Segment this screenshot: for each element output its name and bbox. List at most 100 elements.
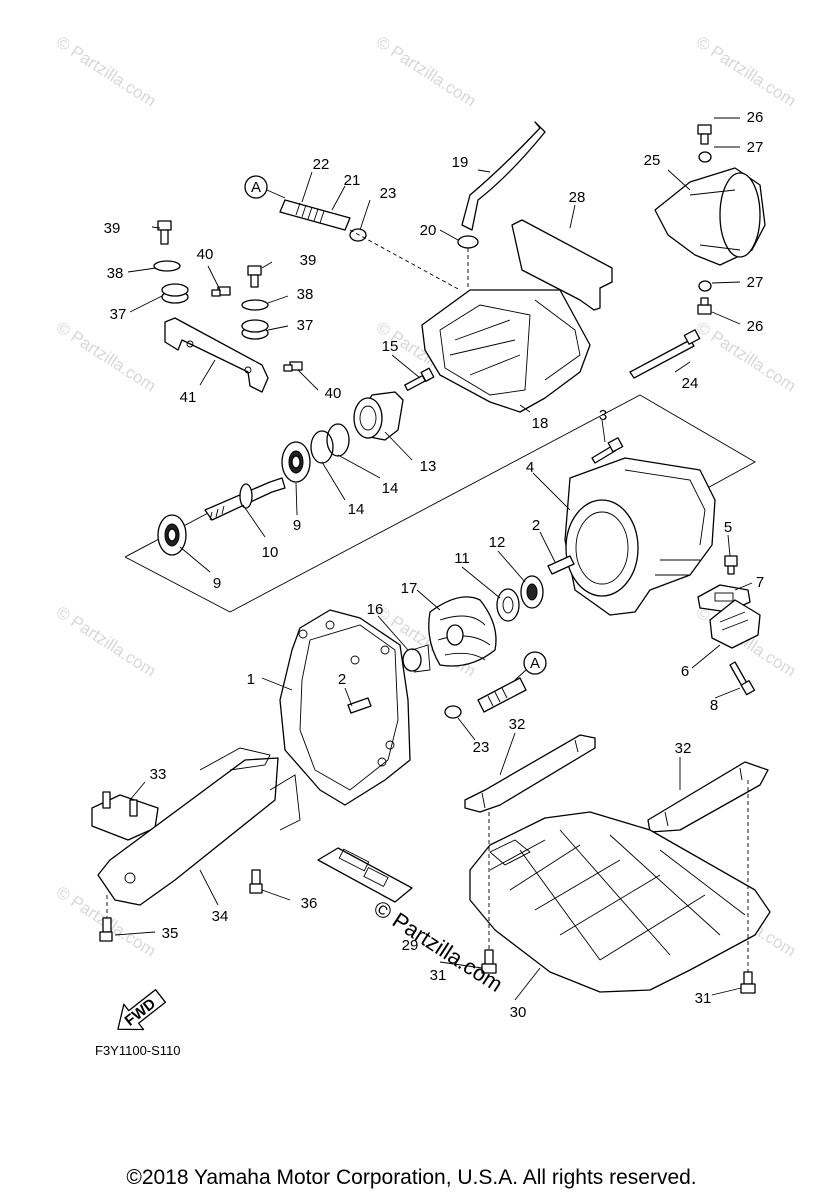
callout-39: 39 bbox=[104, 220, 121, 237]
callout-27: 27 bbox=[747, 274, 764, 291]
callout-26: 26 bbox=[747, 109, 764, 126]
callout-38: 38 bbox=[107, 265, 124, 282]
callout-16: 16 bbox=[367, 601, 384, 618]
callout-26: 26 bbox=[747, 318, 764, 335]
watermark-text: © Partzilla.com bbox=[693, 32, 799, 110]
bolt-36 bbox=[249, 869, 263, 894]
callout-35: 35 bbox=[162, 925, 179, 942]
callout-40: 40 bbox=[197, 246, 214, 263]
bolt-40-lower bbox=[283, 361, 303, 372]
callout-4: 4 bbox=[526, 459, 534, 476]
clamp-23-bottom bbox=[444, 705, 462, 719]
callout-14: 14 bbox=[348, 501, 365, 518]
rail-32-right bbox=[647, 761, 769, 833]
plate-28 bbox=[511, 219, 613, 311]
bearing-9-upper bbox=[281, 441, 311, 483]
clamp-23-top bbox=[349, 228, 367, 242]
reference-mark-a-top: A bbox=[244, 175, 286, 199]
callout-2: 2 bbox=[338, 671, 346, 688]
bolt-31-left bbox=[481, 949, 497, 974]
hose-19 bbox=[461, 121, 546, 231]
watermark-text: © Partzilla.com bbox=[53, 32, 159, 110]
bolt-39-left bbox=[157, 220, 172, 245]
callout-17: 17 bbox=[401, 580, 418, 597]
pin-2-lower bbox=[347, 697, 372, 714]
intake-grate-30 bbox=[469, 811, 771, 993]
nozzle-25 bbox=[654, 167, 766, 266]
copyright-notice: ©2018 Yamaha Motor Corporation, U.S.A. A… bbox=[126, 1166, 697, 1189]
washer-38-right bbox=[241, 299, 269, 311]
callout-39: 39 bbox=[300, 252, 317, 269]
spacer-37-left bbox=[161, 283, 189, 304]
pipe-lower bbox=[477, 677, 527, 713]
svg-text:A: A bbox=[251, 179, 261, 196]
washer-38-left bbox=[153, 260, 181, 272]
watermark-text: © Partzilla.com bbox=[53, 602, 159, 680]
coupling-16 bbox=[402, 644, 431, 673]
bolt-3 bbox=[591, 437, 624, 464]
callout-9: 9 bbox=[213, 575, 221, 592]
callout-11: 11 bbox=[454, 550, 470, 567]
bolt-8 bbox=[729, 661, 756, 696]
callout-25: 25 bbox=[644, 152, 661, 169]
watermark-text: © Partzilla.com bbox=[373, 32, 479, 110]
diagram-code: F3Y1100-S110 bbox=[95, 1043, 181, 1058]
pipe-21 bbox=[279, 199, 351, 231]
leader-lines bbox=[114, 117, 753, 1001]
callout-30: 30 bbox=[510, 1004, 527, 1021]
ride-plate-34 bbox=[97, 747, 301, 906]
callout-33: 33 bbox=[150, 766, 167, 783]
callout-20: 20 bbox=[420, 222, 437, 239]
callout-9: 9 bbox=[293, 517, 301, 534]
svg-text:A: A bbox=[530, 655, 540, 672]
callout-40: 40 bbox=[325, 385, 342, 402]
bolt-26-top bbox=[697, 124, 712, 145]
bolt-40-upper bbox=[211, 286, 231, 297]
bracket-41 bbox=[164, 317, 269, 393]
callout-29: 29 bbox=[402, 937, 419, 954]
reference-mark-a-bottom: A bbox=[514, 651, 547, 681]
cover-33 bbox=[91, 791, 159, 841]
callout-15: 15 bbox=[382, 338, 399, 355]
callout-23: 23 bbox=[473, 739, 490, 756]
cap-13 bbox=[353, 391, 404, 441]
duct-1 bbox=[279, 609, 411, 806]
pin-2-upper bbox=[547, 555, 575, 575]
callout-7: 7 bbox=[756, 574, 764, 591]
clamp-20 bbox=[457, 235, 479, 249]
bolt-5 bbox=[724, 555, 738, 575]
callout-13: 13 bbox=[420, 458, 437, 475]
callout-22: 22 bbox=[313, 156, 330, 173]
bushing-27-bottom bbox=[698, 280, 712, 292]
callout-37: 37 bbox=[110, 306, 127, 323]
callout-19: 19 bbox=[452, 154, 469, 171]
callout-23: 23 bbox=[380, 185, 397, 202]
watermark-text: © Partzilla.com bbox=[53, 317, 159, 395]
shaft-10 bbox=[204, 477, 286, 521]
callout-31: 31 bbox=[430, 967, 447, 984]
callout-21: 21 bbox=[344, 172, 361, 189]
callout-37: 37 bbox=[297, 317, 314, 334]
callout-41: 41 bbox=[180, 389, 197, 406]
fwd-arrow-icon: FWD bbox=[117, 989, 167, 1031]
callout-27: 27 bbox=[747, 139, 764, 156]
callout-38: 38 bbox=[297, 286, 314, 303]
callout-28: 28 bbox=[569, 189, 586, 206]
housing-18 bbox=[421, 289, 591, 413]
leader-dash-a bbox=[349, 229, 461, 291]
spacer-37-right bbox=[241, 319, 269, 340]
bearing-9-lower bbox=[157, 514, 187, 556]
callout-2: 2 bbox=[532, 517, 540, 534]
o-ring-14-outer bbox=[326, 423, 350, 457]
bolt-31-right bbox=[740, 971, 756, 994]
callout-labels: 1 2 2 3 4 5 6 7 8 9 9 10 11 12 13 14 14 … bbox=[104, 109, 765, 1021]
callout-10: 10 bbox=[262, 544, 279, 561]
pump-case-4 bbox=[564, 457, 716, 616]
bolt-39-right bbox=[247, 265, 262, 288]
callout-32: 32 bbox=[675, 740, 692, 757]
callout-32: 32 bbox=[509, 716, 526, 733]
rail-32-left bbox=[464, 734, 596, 813]
o-ring-14-inner bbox=[310, 430, 334, 464]
bolt-26-bottom bbox=[697, 297, 712, 315]
